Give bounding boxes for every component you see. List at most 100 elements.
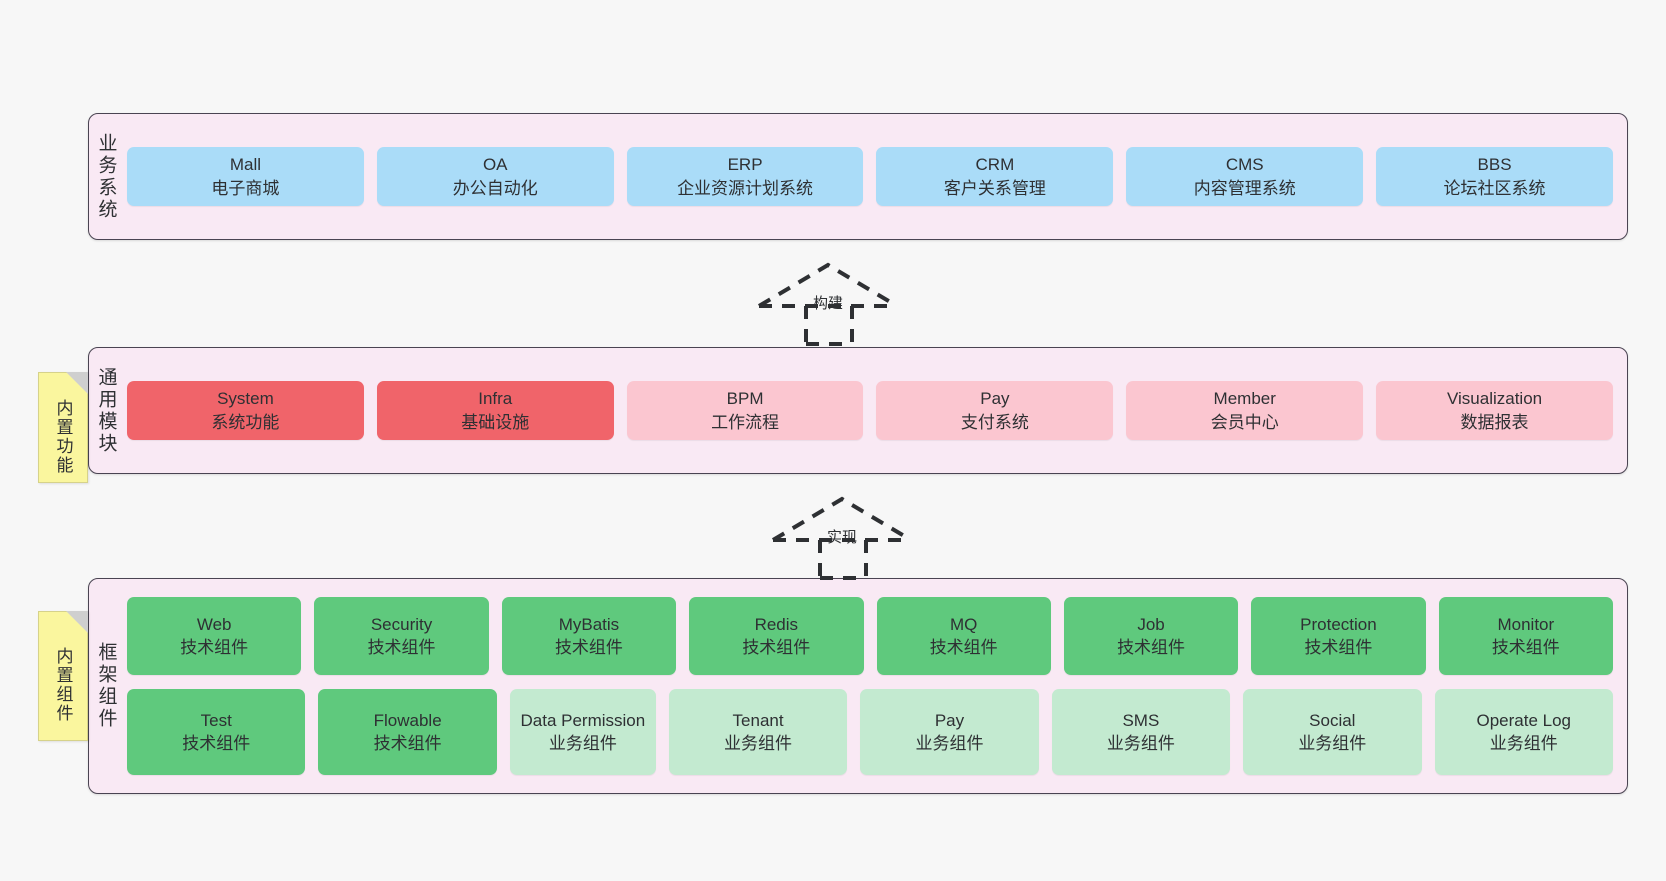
card-subtitle: 会员中心 xyxy=(1210,412,1279,432)
card-pay-component[interactable]: Pay 业务组件 xyxy=(860,689,1039,775)
layer-title-framework-component: 框架组件 xyxy=(95,642,117,730)
card-data-permission[interactable]: Data Permission 业务组件 xyxy=(509,689,656,775)
card-bbs[interactable]: BBS 论坛社区系统 xyxy=(1376,147,1613,206)
card-row-technical: Web 技术组件 Security 技术组件 MyBatis 技术组件 Redi… xyxy=(127,597,1613,675)
card-visualization[interactable]: Visualization 数据报表 xyxy=(1376,381,1613,440)
card-pay-module[interactable]: Pay 支付系统 xyxy=(876,381,1114,440)
layer-title-common-module: 通用模块 xyxy=(95,366,117,455)
card-subtitle: 业务组件 xyxy=(1106,734,1175,753)
card-subtitle: 技术组件 xyxy=(929,638,998,657)
card-security[interactable]: Security 技术组件 xyxy=(314,597,489,675)
layer-body-common-module: System 系统功能 Infra 基础设施 BPM 工作流程 Pay 支付系统… xyxy=(123,348,1627,473)
card-title: Flowable xyxy=(373,710,442,730)
card-crm[interactable]: CRM 客户关系管理 xyxy=(876,147,1114,206)
card-subtitle: 企业资源计划系统 xyxy=(677,178,814,198)
sticky-note-builtin-components: 内置组件 xyxy=(38,611,88,741)
layer-business-system: 业务系统 Mall 电子商城 OA 办公自动化 ERP 企业资源计划系统 CRM… xyxy=(88,113,1628,240)
arrowhead-build xyxy=(757,262,899,308)
card-subtitle: 业务组件 xyxy=(1298,734,1367,753)
card-job[interactable]: Job 技术组件 xyxy=(1063,597,1239,675)
card-title: Visualization xyxy=(1446,389,1543,409)
card-subtitle: 技术组件 xyxy=(554,638,623,657)
card-title: System xyxy=(217,389,274,409)
card-test[interactable]: Test 技术组件 xyxy=(127,689,306,775)
card-title: Social xyxy=(1309,710,1356,730)
arrowhead-implement xyxy=(771,496,913,542)
card-title: Redis xyxy=(754,614,799,634)
connector-build: 构建 xyxy=(756,258,906,346)
card-subtitle: 数据报表 xyxy=(1460,412,1529,432)
card-subtitle: 系统功能 xyxy=(211,412,280,432)
card-mq[interactable]: MQ 技术组件 xyxy=(876,597,1051,675)
card-member[interactable]: Member 会员中心 xyxy=(1126,381,1364,440)
card-subtitle: 基础设施 xyxy=(461,412,530,432)
card-row: Mall 电子商城 OA 办公自动化 ERP 企业资源计划系统 CRM 客户关系… xyxy=(127,147,1613,206)
card-subtitle: 技术组件 xyxy=(367,638,436,657)
card-redis[interactable]: Redis 技术组件 xyxy=(689,597,864,675)
card-subtitle: 支付系统 xyxy=(960,412,1029,432)
card-subtitle: 内容管理系统 xyxy=(1193,178,1296,198)
layer-framework-component: 框架组件 Web 技术组件 Security 技术组件 MyBatis 技术组件… xyxy=(88,578,1628,794)
card-subtitle: 技术组件 xyxy=(1117,638,1186,657)
card-title: Tenant xyxy=(732,710,784,730)
card-title: Monitor xyxy=(1497,614,1555,634)
card-title: Pay xyxy=(934,710,965,730)
card-mybatis[interactable]: MyBatis 技术组件 xyxy=(501,597,677,675)
card-system[interactable]: System 系统功能 xyxy=(127,381,364,440)
card-subtitle: 业务组件 xyxy=(1489,734,1558,753)
card-title: OA xyxy=(482,155,508,175)
card-title: Data Permission xyxy=(520,710,646,730)
card-title: Test xyxy=(200,710,232,730)
card-title: Mall xyxy=(229,155,261,175)
card-title: BBS xyxy=(1477,155,1512,175)
card-subtitle: 办公自动化 xyxy=(452,178,538,198)
card-protection[interactable]: Protection 技术组件 xyxy=(1251,597,1426,675)
card-oa[interactable]: OA 办公自动化 xyxy=(376,147,614,206)
card-tenant[interactable]: Tenant 业务组件 xyxy=(668,689,848,775)
layer-body-business-system: Mall 电子商城 OA 办公自动化 ERP 企业资源计划系统 CRM 客户关系… xyxy=(123,114,1627,239)
sticky-note-label: 内置功能 xyxy=(53,398,73,475)
card-monitor[interactable]: Monitor 技术组件 xyxy=(1438,597,1613,675)
connector-label-implement: 实现 xyxy=(827,529,858,546)
card-subtitle: 业务组件 xyxy=(548,734,617,753)
card-title: Security xyxy=(370,614,433,634)
sticky-note-label: 内置组件 xyxy=(53,647,73,723)
card-title: CRM xyxy=(975,155,1015,175)
card-title: Pay xyxy=(980,389,1010,409)
card-subtitle: 技术组件 xyxy=(182,734,251,753)
card-subtitle: 业务组件 xyxy=(915,734,984,753)
card-mall[interactable]: Mall 电子商城 xyxy=(127,147,364,206)
card-subtitle: 业务组件 xyxy=(724,734,793,753)
card-web[interactable]: Web 技术组件 xyxy=(127,597,302,675)
layer-common-module: 通用模块 System 系统功能 Infra 基础设施 BPM 工作流程 Pay… xyxy=(88,347,1628,474)
card-row: System 系统功能 Infra 基础设施 BPM 工作流程 Pay 支付系统… xyxy=(127,381,1613,440)
card-operate-log[interactable]: Operate Log 业务组件 xyxy=(1434,689,1613,775)
card-title: Member xyxy=(1213,389,1276,409)
connector-implement: 实现 xyxy=(770,492,920,580)
card-title: Job xyxy=(1137,614,1165,634)
card-bpm[interactable]: BPM 工作流程 xyxy=(626,381,864,440)
card-erp[interactable]: ERP 企业资源计划系统 xyxy=(626,147,864,206)
folded-corner-icon xyxy=(66,611,88,633)
card-cms[interactable]: CMS 内容管理系统 xyxy=(1126,147,1364,206)
card-subtitle: 工作流程 xyxy=(711,412,780,432)
card-title: BPM xyxy=(726,389,764,409)
card-subtitle: 技术组件 xyxy=(1491,638,1560,657)
card-social[interactable]: Social 业务组件 xyxy=(1243,689,1422,775)
card-subtitle: 客户关系管理 xyxy=(943,178,1046,198)
card-sms[interactable]: SMS 业务组件 xyxy=(1051,689,1231,775)
card-title: Protection xyxy=(1300,614,1377,634)
layer-title-business-system: 业务系统 xyxy=(95,132,117,221)
card-subtitle: 技术组件 xyxy=(180,638,249,657)
card-infra[interactable]: Infra 基础设施 xyxy=(376,381,614,440)
sticky-note-builtin-functions: 内置功能 xyxy=(38,372,88,483)
folded-corner-icon xyxy=(66,372,88,394)
card-flowable[interactable]: Flowable 技术组件 xyxy=(318,689,497,775)
card-subtitle: 电子商城 xyxy=(211,178,280,198)
card-row-business: Test 技术组件 Flowable 技术组件 Data Permission … xyxy=(127,689,1613,775)
layer-body-framework-component: Web 技术组件 Security 技术组件 MyBatis 技术组件 Redi… xyxy=(123,579,1627,793)
card-subtitle: 技术组件 xyxy=(742,638,811,657)
card-title: Web xyxy=(196,614,232,634)
card-title: Operate Log xyxy=(1476,710,1571,730)
